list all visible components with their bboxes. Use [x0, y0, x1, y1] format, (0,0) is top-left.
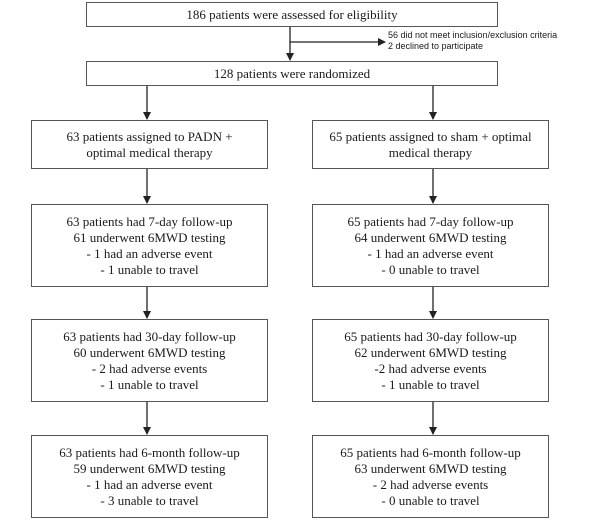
sham-7day-line-3: - 1 had an adverse event — [367, 245, 494, 261]
sham-7day-box: 65 patients had 7-day follow-up 64 under… — [312, 204, 549, 287]
sham-7day-line-4: - 0 unable to travel — [381, 261, 480, 277]
padn-6month-line-3: - 1 had an adverse event — [86, 476, 213, 492]
padn-30day-box: 63 patients had 30-day follow-up 60 unde… — [31, 319, 268, 402]
excluded-criteria-text: 56 did not meet inclusion/exclusion crit… — [388, 30, 558, 40]
sham-7day-line-2: 64 underwent 6MWD testing — [354, 229, 507, 245]
padn-7day-box: 63 patients had 7-day follow-up 61 under… — [31, 204, 268, 287]
padn-30day-line-1: 63 patients had 30-day follow-up — [63, 328, 236, 344]
padn-30day-line-4: - 1 unable to travel — [100, 376, 199, 392]
assessed-box: 186 patients were assessed for eligibili… — [86, 2, 498, 27]
sham-30day-line-1: 65 patients had 30-day follow-up — [344, 328, 517, 344]
randomized-box: 128 patients were randomized — [86, 61, 498, 86]
sham-30day-line-4: - 1 unable to travel — [381, 376, 480, 392]
sham-30day-line-3: -2 had adverse events — [374, 360, 487, 376]
sham-7day-line-1: 65 patients had 7-day follow-up — [347, 213, 514, 229]
padn-6month-box: 63 patients had 6-month follow-up 59 und… — [31, 435, 268, 518]
padn-7day-line-1: 63 patients had 7-day follow-up — [66, 213, 233, 229]
padn-7day-line-2: 61 underwent 6MWD testing — [73, 229, 226, 245]
sham-6month-line-3: - 2 had adverse events — [372, 476, 489, 492]
padn-30day-line-2: 60 underwent 6MWD testing — [73, 344, 226, 360]
padn-assigned-line-1: 63 patients assigned to PADN + — [66, 128, 233, 144]
sham-6month-line-2: 63 underwent 6MWD testing — [354, 460, 507, 476]
padn-7day-line-4: - 1 unable to travel — [100, 261, 199, 277]
sham-assigned-box: 65 patients assigned to sham + optimal m… — [312, 120, 549, 169]
padn-assigned-line-2: optimal medical therapy — [86, 144, 213, 160]
sham-assigned-line-1: 65 patients assigned to sham + optimal — [329, 128, 532, 144]
padn-6month-line-2: 59 underwent 6MWD testing — [73, 460, 226, 476]
padn-7day-line-3: - 1 had an adverse event — [86, 245, 213, 261]
assessed-text: 186 patients were assessed for eligibili… — [186, 6, 398, 22]
sham-30day-line-2: 62 underwent 6MWD testing — [354, 344, 507, 360]
sham-6month-box: 65 patients had 6-month follow-up 63 und… — [312, 435, 549, 518]
excluded-note: 56 did not meet inclusion/exclusion crit… — [388, 30, 557, 52]
sham-30day-box: 65 patients had 30-day follow-up 62 unde… — [312, 319, 549, 402]
excluded-declined-text: 2 declined to participate — [388, 41, 484, 51]
sham-6month-line-4: - 0 unable to travel — [381, 492, 480, 508]
sham-assigned-line-2: medical therapy — [388, 144, 473, 160]
padn-assigned-box: 63 patients assigned to PADN + optimal m… — [31, 120, 268, 169]
padn-6month-line-4: - 3 unable to travel — [100, 492, 199, 508]
padn-6month-line-1: 63 patients had 6-month follow-up — [59, 444, 240, 460]
padn-30day-line-3: - 2 had adverse events — [91, 360, 208, 376]
sham-6month-line-1: 65 patients had 6-month follow-up — [340, 444, 521, 460]
randomized-text: 128 patients were randomized — [213, 65, 371, 81]
